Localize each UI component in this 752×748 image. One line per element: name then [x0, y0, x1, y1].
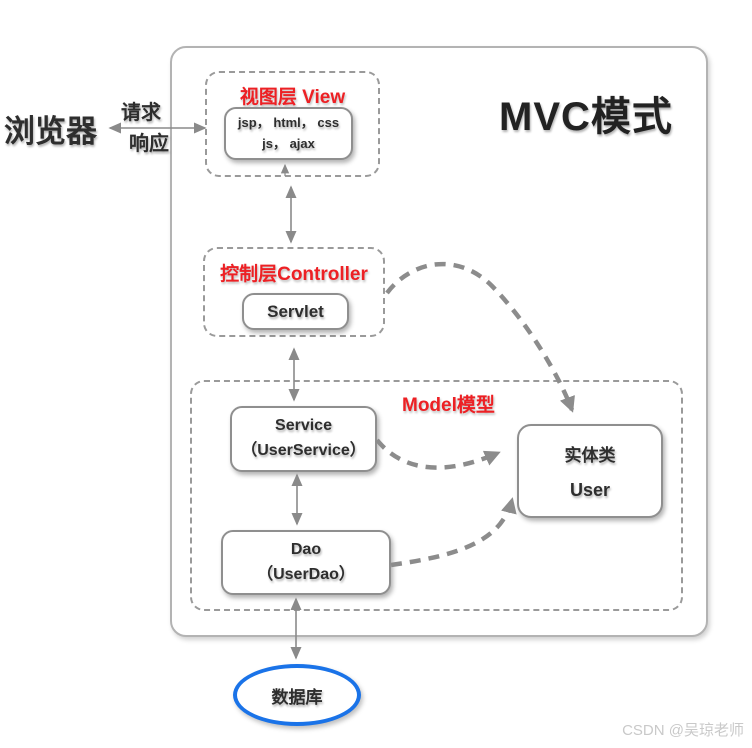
model-layer-title: Model模型	[402, 395, 495, 416]
database-ellipse: 数据库	[233, 664, 361, 726]
service-line2: （UserService）	[241, 442, 366, 459]
browser-label: 浏览器	[4, 114, 97, 149]
response-label: 响应	[129, 133, 169, 155]
dao-line1: Dao	[290, 540, 322, 558]
service-line1: Service	[275, 417, 332, 435]
view-technologies-box: jsp， html， css js， ajax	[224, 107, 353, 160]
entity-line1: 实体类	[564, 446, 616, 465]
request-label: 请求	[121, 102, 161, 124]
controller-layer-box: 控制层Controller Servlet	[203, 247, 385, 337]
controller-layer-title: 控制层Controller	[220, 264, 368, 285]
view-tech-line2: js， ajax	[262, 135, 315, 151]
dao-line2: （UserDao）	[257, 565, 355, 583]
dao-box: Dao （UserDao）	[221, 530, 391, 595]
diagram-title: MVC模式	[499, 95, 673, 139]
watermark: CSDN @吴琼老师	[622, 722, 744, 739]
service-box: Service （UserService）	[230, 406, 377, 472]
database-label: 数据库	[271, 687, 323, 707]
servlet-label: Servlet	[267, 301, 324, 321]
entity-line2: User	[569, 480, 611, 500]
view-tech-line1: jsp， html， css	[237, 115, 340, 131]
servlet-box: Servlet	[242, 293, 349, 330]
entity-box: 实体类 User	[517, 424, 663, 518]
model-layer-box: Model模型 Service （UserService） 实体类 User D…	[190, 380, 683, 611]
view-layer-box: 视图层 View jsp， html， css js， ajax	[205, 71, 380, 177]
view-layer-title: 视图层 View	[239, 87, 346, 108]
